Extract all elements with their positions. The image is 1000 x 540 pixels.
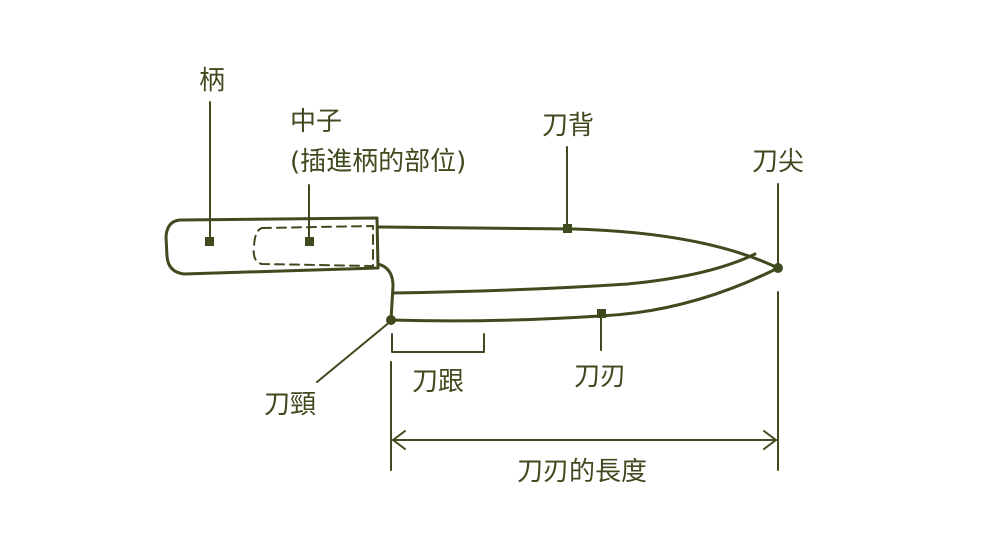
tang-outline (252, 225, 374, 267)
blade-length-arrowhead-left (392, 430, 406, 450)
bolster-label: 刀頸 (264, 390, 316, 420)
spine-label: 刀背 (542, 111, 594, 141)
handle-marker (205, 237, 214, 246)
blade-bevel-line (391, 252, 757, 295)
blade-length-label: 刀刃的長度 (517, 457, 647, 487)
edge-marker (597, 309, 606, 318)
blade-length-arrowhead-right (763, 430, 777, 450)
tip-marker (773, 263, 783, 273)
bolster-leader-line (316, 320, 392, 383)
bolster-outline (376, 262, 395, 322)
blade-edge-line (389, 266, 780, 323)
bolster-marker (386, 315, 396, 325)
blade-spine-line (376, 225, 780, 270)
tang-marker (305, 237, 314, 246)
edge-label: 刀刃 (574, 362, 626, 392)
handle-label: 柄 (199, 66, 225, 96)
tip-label: 刀尖 (752, 147, 804, 177)
tang-label-line1: 中子 (290, 107, 342, 137)
heel-bracket (391, 333, 485, 353)
handle-outline (164, 216, 380, 276)
spine-marker (563, 224, 572, 233)
heel-label: 刀跟 (412, 367, 464, 397)
tang-label-line2: (插進柄的部位) (290, 147, 466, 177)
